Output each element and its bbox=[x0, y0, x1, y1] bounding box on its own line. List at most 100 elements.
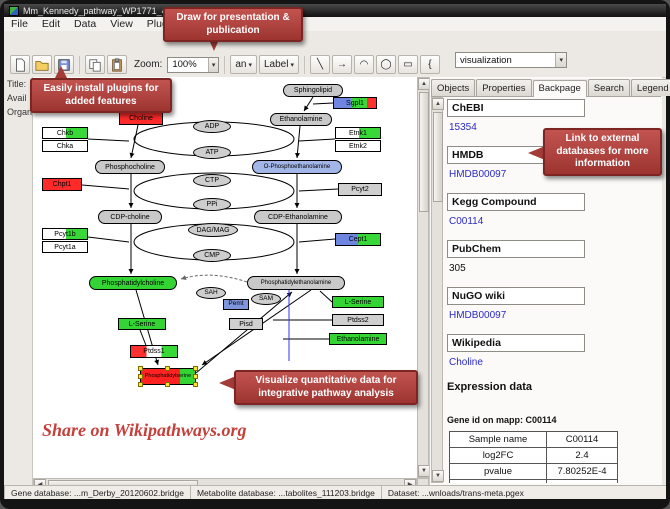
pathway-node-phosphocholine[interactable]: Phosphocholine bbox=[95, 160, 165, 174]
paste-icon bbox=[112, 57, 122, 72]
copy-icon bbox=[89, 58, 101, 72]
pathway-node-phosphatidylserine-selected[interactable]: Phosphatidylserine bbox=[138, 366, 198, 387]
pathway-info-panel: Title: Avail Organ bbox=[4, 77, 33, 485]
metabolite-database-status: Metabolite database: ...tabolites_111203… bbox=[189, 486, 381, 499]
pathway-node-pcyt2[interactable]: Pcyt2 bbox=[338, 183, 382, 196]
gene-id-label: Gene id on mapp: C00114 bbox=[447, 415, 557, 425]
pathway-node-pisd[interactable]: Pisd bbox=[229, 318, 263, 330]
pathway-node-phosphatidylcholine[interactable]: Phosphatidylcholine bbox=[89, 276, 177, 290]
pathway-node-phosphatidylethanolamine[interactable]: Phosphatidylethanolamine bbox=[247, 276, 345, 290]
dataset-status: Dataset: ...wnloads/trans-meta.pgex bbox=[380, 486, 530, 499]
label-tool-button[interactable]: Label ▾ bbox=[258, 55, 299, 74]
vertical-scroll-thumb[interactable] bbox=[419, 92, 429, 212]
copy-button[interactable] bbox=[85, 55, 105, 74]
backpage-scrollbar[interactable]: ▲ ▼ bbox=[431, 97, 444, 483]
section-header-chebi: ChEBI bbox=[447, 99, 585, 117]
title-bar[interactable]: Mm_Kennedy_pathway_WP1771_45176.gpml bbox=[4, 4, 666, 17]
info-title-label: Title: bbox=[7, 79, 27, 89]
pathway-node-cdp-ethanolamine[interactable]: CDP-Ethanolamine bbox=[254, 210, 342, 224]
ellipse-icon: ◯ bbox=[380, 59, 392, 70]
info-availability-label: Avail bbox=[7, 93, 27, 103]
scroll-down-icon: ▼ bbox=[435, 473, 441, 479]
arrow-tool-button[interactable]: → bbox=[331, 55, 352, 74]
selection-handle[interactable] bbox=[165, 382, 170, 387]
visualization-select[interactable]: visualization ▾ bbox=[455, 52, 567, 68]
tab-legend[interactable]: Legend bbox=[630, 79, 670, 96]
selection-handle[interactable] bbox=[193, 382, 198, 387]
arc-tool-button[interactable]: ◠ bbox=[353, 55, 374, 74]
rectangle-icon: ▭ bbox=[403, 59, 413, 70]
table-row: Sample name C00114 bbox=[449, 431, 618, 448]
tab-search[interactable]: Search bbox=[587, 79, 630, 96]
menu-item-data[interactable]: Data bbox=[74, 18, 97, 30]
chebi-link[interactable]: 15354 bbox=[449, 122, 477, 133]
pathway-node-pcyt1a[interactable]: Pcyt1a bbox=[42, 241, 88, 253]
selection-handle[interactable] bbox=[138, 382, 143, 387]
tab-objects[interactable]: Objects bbox=[431, 79, 476, 96]
pathway-node-l-serine-left[interactable]: L-Serine bbox=[118, 318, 166, 330]
menu-item-edit[interactable]: Edit bbox=[41, 18, 61, 30]
pathway-node-ppi[interactable]: PPi bbox=[193, 198, 231, 211]
pathway-node-ctp[interactable]: CTP bbox=[193, 174, 231, 187]
pathway-canvas[interactable]: Sphingolipid Sgpl1 Ethanolamine Choline … bbox=[33, 77, 417, 478]
selection-handle[interactable] bbox=[138, 373, 143, 379]
pathway-node-dag-mag[interactable]: DAG/MAG bbox=[188, 223, 238, 237]
open-button[interactable] bbox=[32, 55, 52, 74]
rectangle-tool-button[interactable]: ▭ bbox=[397, 55, 418, 74]
pathway-node-sah[interactable]: SAH bbox=[196, 287, 226, 299]
selection-handle[interactable] bbox=[138, 366, 143, 371]
pathway-node-chka[interactable]: Chka bbox=[42, 140, 88, 152]
tab-backpage[interactable]: Backpage bbox=[532, 80, 587, 97]
pathway-node-pcyt1b[interactable]: Pcyt1b bbox=[42, 228, 88, 240]
menu-bar: File Edit Data View Plugins Help bbox=[4, 17, 666, 32]
tab-properties[interactable]: Properties bbox=[476, 79, 532, 96]
kegg-link[interactable]: C00114 bbox=[449, 216, 484, 227]
table-cell: 7.80252E-4 bbox=[546, 463, 618, 480]
pathway-node-atp[interactable]: ATP bbox=[193, 146, 231, 159]
paste-button[interactable] bbox=[107, 55, 127, 74]
pathway-node-sgpl1[interactable]: Sgpl1 bbox=[333, 97, 377, 109]
pathway-node-pemt[interactable]: Pemt bbox=[223, 299, 249, 310]
ellipse-tool-button[interactable]: ◯ bbox=[375, 55, 396, 74]
line-tool-button[interactable]: ╲ bbox=[309, 55, 330, 74]
zoom-select[interactable]: 100% ▾ bbox=[167, 56, 220, 73]
menu-item-file[interactable]: File bbox=[11, 18, 28, 30]
arrow-icon: → bbox=[336, 59, 347, 70]
pathway-node-choline[interactable]: Choline bbox=[119, 112, 163, 125]
callout-tail bbox=[219, 376, 236, 390]
table-cell: met bbox=[546, 479, 618, 483]
pathway-node-sam[interactable]: SAM bbox=[251, 293, 281, 305]
pathway-node-chpt1[interactable]: Chpt1 bbox=[42, 178, 82, 191]
selection-handle[interactable] bbox=[165, 366, 170, 371]
menu-item-view[interactable]: View bbox=[110, 18, 133, 30]
pathway-node-ptdss2[interactable]: Ptdss2 bbox=[332, 314, 384, 326]
scroll-up-button[interactable]: ▲ bbox=[432, 98, 444, 110]
pathway-node-adp[interactable]: ADP bbox=[193, 120, 231, 133]
canvas-vertical-scrollbar[interactable]: ▲ ▼ bbox=[417, 77, 430, 478]
table-cell: 2.4 bbox=[546, 447, 618, 464]
pathway-node-ptdss1[interactable]: Ptdss1 bbox=[130, 345, 178, 358]
hmdb-link[interactable]: HMDB00097 bbox=[449, 169, 507, 180]
nugo-link[interactable]: HMDB00097 bbox=[449, 310, 507, 321]
pathway-node-cdp-choline[interactable]: CDP-choline bbox=[98, 210, 162, 224]
pathway-node-cept1[interactable]: Cept1 bbox=[335, 233, 381, 246]
pathway-node-ethanolamine-top[interactable]: Ethanolamine bbox=[270, 113, 332, 126]
pathway-node-chkb[interactable]: Chkb bbox=[42, 127, 88, 139]
pathway-node-cmp[interactable]: CMP bbox=[193, 249, 231, 262]
selection-handle[interactable] bbox=[193, 366, 198, 371]
chevron-down-icon: ▾ bbox=[248, 61, 252, 69]
pathway-node-o-phosphoethanolamine[interactable]: O-Phosphoethanolamine bbox=[252, 160, 342, 174]
pathway-node-etnk2[interactable]: Etnk2 bbox=[335, 140, 381, 152]
vertical-scroll-thumb[interactable] bbox=[433, 112, 443, 202]
datanode-tool-button[interactable]: an ▾ bbox=[230, 55, 257, 74]
pathway-node-etnk1[interactable]: Etnk1 bbox=[335, 127, 381, 139]
pathway-node-sphingolipid[interactable]: Sphingolipid bbox=[283, 84, 343, 97]
scroll-down-button[interactable]: ▼ bbox=[432, 470, 444, 482]
brace-tool-button[interactable]: { bbox=[419, 55, 440, 74]
toolbar-separator bbox=[224, 55, 226, 74]
pathway-node-l-serine-right[interactable]: L-Serine bbox=[332, 296, 384, 308]
wikipedia-link[interactable]: Choline bbox=[449, 357, 483, 368]
new-button[interactable] bbox=[10, 55, 30, 74]
selection-handle[interactable] bbox=[193, 373, 198, 379]
pathway-node-ethanolamine-right[interactable]: Ethanolamine bbox=[329, 333, 387, 345]
